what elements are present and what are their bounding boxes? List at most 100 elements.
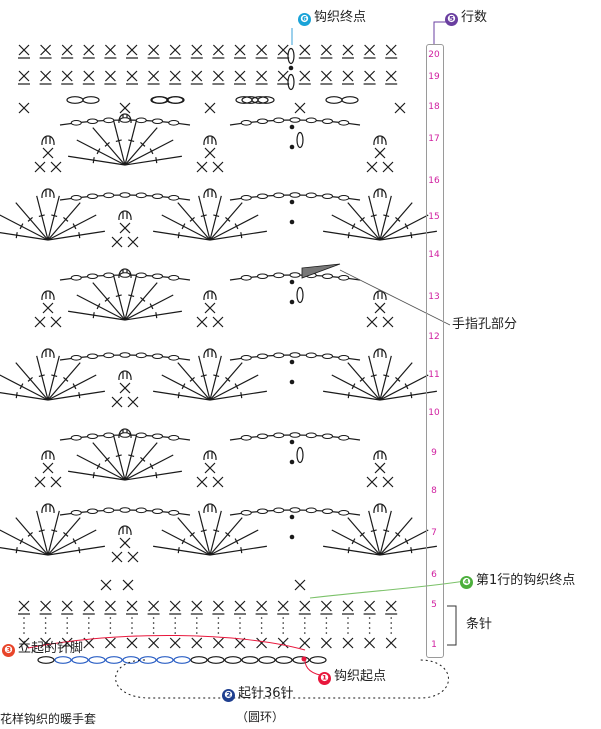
chain-stitch <box>257 118 268 125</box>
single-crochet <box>169 70 181 82</box>
single-crochet <box>299 600 311 612</box>
single-crochet <box>148 70 160 82</box>
double-crochet <box>92 282 126 321</box>
stitch-dot <box>390 627 393 629</box>
double-crochet <box>36 355 49 401</box>
double-crochet <box>0 529 49 556</box>
stitch-dot <box>23 617 25 619</box>
stitch-dot <box>131 622 133 624</box>
finger-hole-label: 手指孔部分 <box>452 317 518 332</box>
chain-stitch <box>135 192 147 199</box>
single-crochet <box>34 476 46 488</box>
double-crochet <box>15 517 49 556</box>
chain-stitch <box>70 275 82 281</box>
chain-stitch <box>224 656 242 664</box>
single-crochet <box>40 44 52 56</box>
double-crochet-bar <box>128 294 135 298</box>
chain-stitch-vertical <box>287 73 295 91</box>
chain-stitch <box>87 273 98 280</box>
double-crochet-bar <box>96 303 101 310</box>
chain-stitch <box>119 192 131 198</box>
double-crochet-bar <box>15 232 18 239</box>
chain-stitch <box>322 353 333 360</box>
double-crochet <box>47 230 105 241</box>
double-crochet <box>113 120 126 166</box>
double-crochet <box>124 470 182 481</box>
single-crochet <box>385 44 397 56</box>
double-crochet-bar <box>351 223 356 230</box>
double-crochet <box>76 294 126 321</box>
chain-stitch <box>135 117 147 124</box>
double-crochet-bar <box>72 383 77 390</box>
double-crochet-bar <box>104 297 110 302</box>
double-crochet <box>379 195 392 241</box>
double-crochet-bar <box>351 538 356 545</box>
chain-stitch <box>289 432 301 438</box>
double-crochet-bar <box>347 232 350 239</box>
single-crochet <box>34 161 46 173</box>
double-crochet-bar <box>213 374 220 378</box>
single-crochet <box>385 70 397 82</box>
chain-stitch <box>190 656 208 664</box>
stitch-dot <box>304 627 306 629</box>
single-crochet <box>212 476 224 488</box>
double-crochet-bar <box>78 547 81 554</box>
double-crochet-bar <box>404 223 409 230</box>
double-crochet-bar <box>155 312 158 319</box>
double-crochet <box>368 510 381 556</box>
chain-stitch <box>240 510 252 516</box>
double-crochet-bar <box>96 148 101 155</box>
single-crochet <box>256 600 268 612</box>
stitch-dot <box>390 632 393 634</box>
double-crochet <box>209 355 222 401</box>
double-crochet <box>124 120 137 166</box>
single-crochet <box>234 637 246 649</box>
double-crochet <box>0 374 49 401</box>
single-crochet <box>294 102 306 114</box>
arch-chain <box>203 188 217 199</box>
double-crochet-bar <box>72 538 77 545</box>
rows-text: 行数 <box>461 10 488 25</box>
slip-stitch <box>289 219 295 225</box>
stitch-dot <box>196 627 198 629</box>
double-crochet-bar <box>395 377 401 382</box>
double-crochet <box>209 230 267 241</box>
double-crochet <box>68 155 126 166</box>
chain-stitch <box>322 508 333 515</box>
double-crochet <box>379 529 429 556</box>
chain-stitch <box>273 117 285 124</box>
chain-stitch <box>292 656 310 664</box>
stitch-dot <box>152 632 155 634</box>
stitch-dot <box>260 627 263 629</box>
double-crochet <box>161 374 211 401</box>
stitch-dot <box>174 617 176 619</box>
double-crochet <box>124 435 137 481</box>
stitch-dot <box>196 617 198 619</box>
single-crochet <box>385 600 397 612</box>
double-crochet-bar <box>78 392 81 399</box>
single-crochet <box>299 44 311 56</box>
single-crochet <box>119 537 131 549</box>
single-crochet <box>342 44 354 56</box>
double-crochet-bar <box>234 538 239 545</box>
double-crochet-bar <box>92 472 95 479</box>
single-crochet <box>212 161 224 173</box>
end-point-badge: ❻ <box>298 13 311 26</box>
single-crochet <box>61 44 73 56</box>
chain-stitch <box>70 510 82 516</box>
chain-stitch <box>240 355 252 361</box>
chain-stitch <box>207 656 225 664</box>
single-crochet <box>366 476 378 488</box>
double-crochet-bar <box>140 297 146 302</box>
double-crochet <box>76 139 126 166</box>
chain-stitch <box>88 656 106 664</box>
chain-stitch <box>305 192 317 199</box>
single-crochet <box>119 382 131 394</box>
row-number-bar <box>426 44 444 658</box>
caption: 花样钩织的暖手套 <box>0 712 97 726</box>
double-crochet-bar <box>351 383 356 390</box>
